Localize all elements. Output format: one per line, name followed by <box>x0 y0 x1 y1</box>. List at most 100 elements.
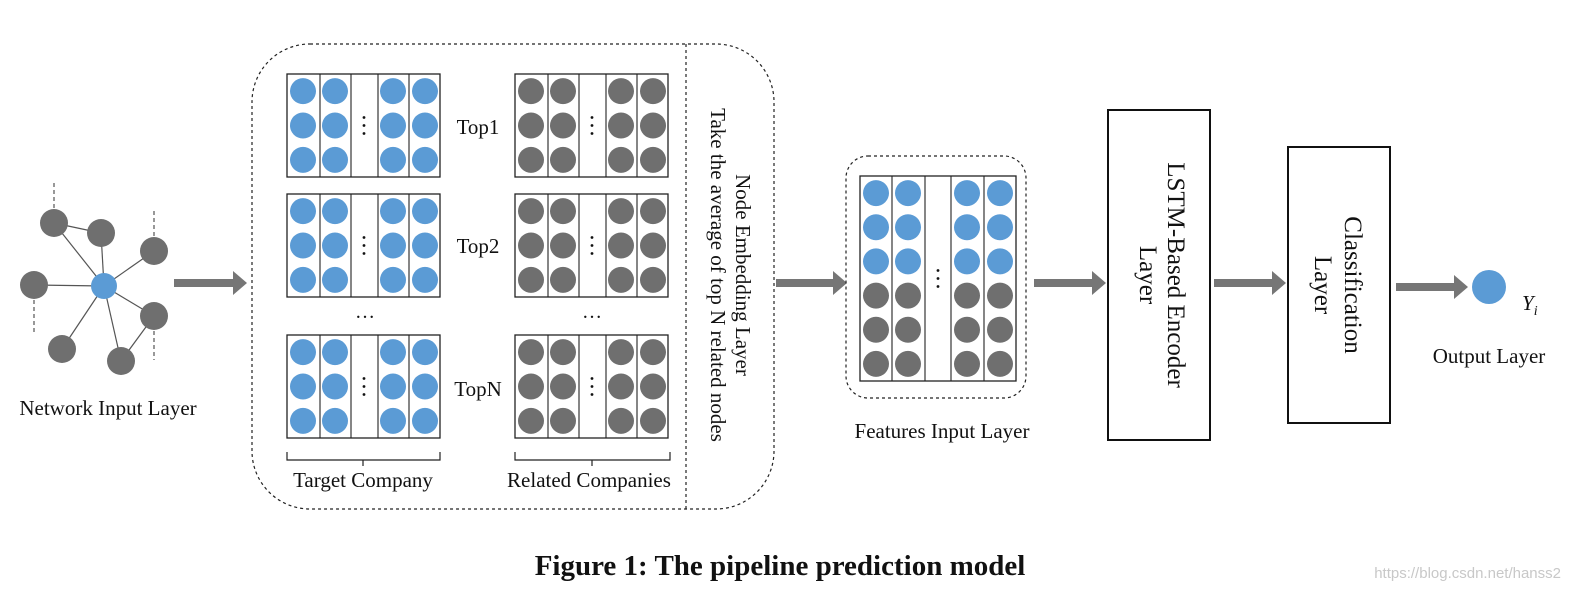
embedding-node-icon <box>322 232 348 259</box>
embedding-node-icon <box>290 339 316 366</box>
feature-node-icon <box>863 282 889 309</box>
flow-arrow-icon <box>174 279 233 287</box>
embedding-node-icon <box>518 198 544 225</box>
column-ellipsis-dot <box>362 124 366 127</box>
embedding-node-icon <box>550 266 576 293</box>
related-brace <box>514 452 671 466</box>
embedding-node-icon <box>550 232 576 259</box>
graph-node-icon <box>107 347 135 375</box>
embedding-node-icon <box>322 339 348 366</box>
embedding-node-icon <box>550 373 576 400</box>
related-row-ellipsis: … <box>582 301 602 323</box>
embedding-node-icon <box>518 373 544 400</box>
target-company-label: Target Company <box>293 468 433 492</box>
target-company-matrix <box>286 73 441 178</box>
embedding-node-icon <box>412 266 438 293</box>
embedding-node-icon <box>380 78 406 105</box>
feature-node-icon <box>863 180 889 207</box>
embedding-node-icon <box>322 78 348 105</box>
flow-arrow-icon <box>1034 279 1092 287</box>
embedding-node-icon <box>380 373 406 400</box>
graph-node-icon <box>87 219 115 247</box>
embedding-node-icon <box>518 112 544 139</box>
feature-node-icon <box>895 180 921 207</box>
embedding-node-icon <box>608 112 634 139</box>
embedding-node-icon <box>290 112 316 139</box>
column-ellipsis-dot <box>590 116 594 119</box>
embedding-node-icon <box>412 373 438 400</box>
graph-node-icon <box>140 237 168 265</box>
feature-node-icon <box>987 282 1013 309</box>
lstm-encoder-label-line1: LSTM-Based Encoder <box>1162 162 1189 388</box>
embedding-node-icon <box>380 232 406 259</box>
embedding-node-icon <box>550 146 576 173</box>
embedding-node-icon <box>640 373 666 400</box>
embedding-node-icon <box>380 407 406 434</box>
column-ellipsis-dot <box>936 285 940 288</box>
column-ellipsis-dot <box>590 124 594 127</box>
embedding-node-icon <box>322 198 348 225</box>
feature-node-icon <box>863 350 889 377</box>
flow-arrow-head-icon <box>1272 271 1286 295</box>
embedding-node-icon <box>550 407 576 434</box>
embedding-node-icon <box>518 78 544 105</box>
embedding-node-icon <box>290 266 316 293</box>
network-graph <box>20 180 168 375</box>
flow-arrow-head-icon <box>1092 271 1106 295</box>
embedding-node-icon <box>380 146 406 173</box>
embedding-node-icon <box>412 78 438 105</box>
embedding-node-icon <box>322 373 348 400</box>
column-ellipsis-dot <box>590 385 594 388</box>
embedding-node-icon <box>550 339 576 366</box>
features-matrix <box>859 175 1017 382</box>
feature-node-icon <box>895 350 921 377</box>
embedding-node-icon <box>640 232 666 259</box>
embedding-node-icon <box>412 112 438 139</box>
embedding-node-icon <box>608 198 634 225</box>
embedding-node-icon <box>290 198 316 225</box>
column-ellipsis-dot <box>590 244 594 247</box>
feature-node-icon <box>987 180 1013 207</box>
embedding-node-icon <box>640 78 666 105</box>
embedding-node-icon <box>412 146 438 173</box>
embedding-node-icon <box>518 266 544 293</box>
feature-node-icon <box>954 248 980 275</box>
related-companies-matrix <box>514 73 669 178</box>
embedding-node-icon <box>290 146 316 173</box>
lstm-encoder-label-line2: Layer <box>1134 246 1161 305</box>
classification-label-line2: Layer <box>1309 256 1336 315</box>
embedding-node-icon <box>412 232 438 259</box>
flow-arrow-icon <box>1396 283 1454 291</box>
column-ellipsis-dot <box>362 393 366 396</box>
feature-node-icon <box>863 214 889 241</box>
feature-node-icon <box>954 282 980 309</box>
row-label-topn: TopN <box>454 377 502 401</box>
embedding-node-icon <box>640 339 666 366</box>
row-label-top1: Top1 <box>457 115 500 139</box>
graph-node-icon <box>140 302 168 330</box>
embedding-node-icon <box>640 146 666 173</box>
feature-node-icon <box>895 214 921 241</box>
embedding-node-icon <box>608 339 634 366</box>
node-embedding-layer-title: Node Embedding Layer <box>731 174 755 376</box>
embedding-node-icon <box>608 266 634 293</box>
embedding-node-icon <box>322 407 348 434</box>
embedding-node-icon <box>640 198 666 225</box>
embedding-node-icon <box>322 146 348 173</box>
flow-arrow-head-icon <box>233 271 247 295</box>
related-companies-matrix <box>514 334 669 439</box>
output-symbol: Yi <box>1522 291 1538 319</box>
flow-arrow-icon <box>776 279 833 287</box>
embedding-node-icon <box>290 407 316 434</box>
feature-node-icon <box>987 214 1013 241</box>
feature-node-icon <box>895 248 921 275</box>
target-company-matrix <box>286 193 441 298</box>
graph-node-icon <box>40 209 68 237</box>
flow-arrows <box>174 271 1468 299</box>
column-ellipsis-dot <box>590 236 594 239</box>
feature-node-icon <box>987 248 1013 275</box>
lstm-encoder-box <box>1107 109 1211 441</box>
embedding-node-icon <box>412 407 438 434</box>
embedding-node-icon <box>380 112 406 139</box>
embedding-node-icon <box>380 198 406 225</box>
